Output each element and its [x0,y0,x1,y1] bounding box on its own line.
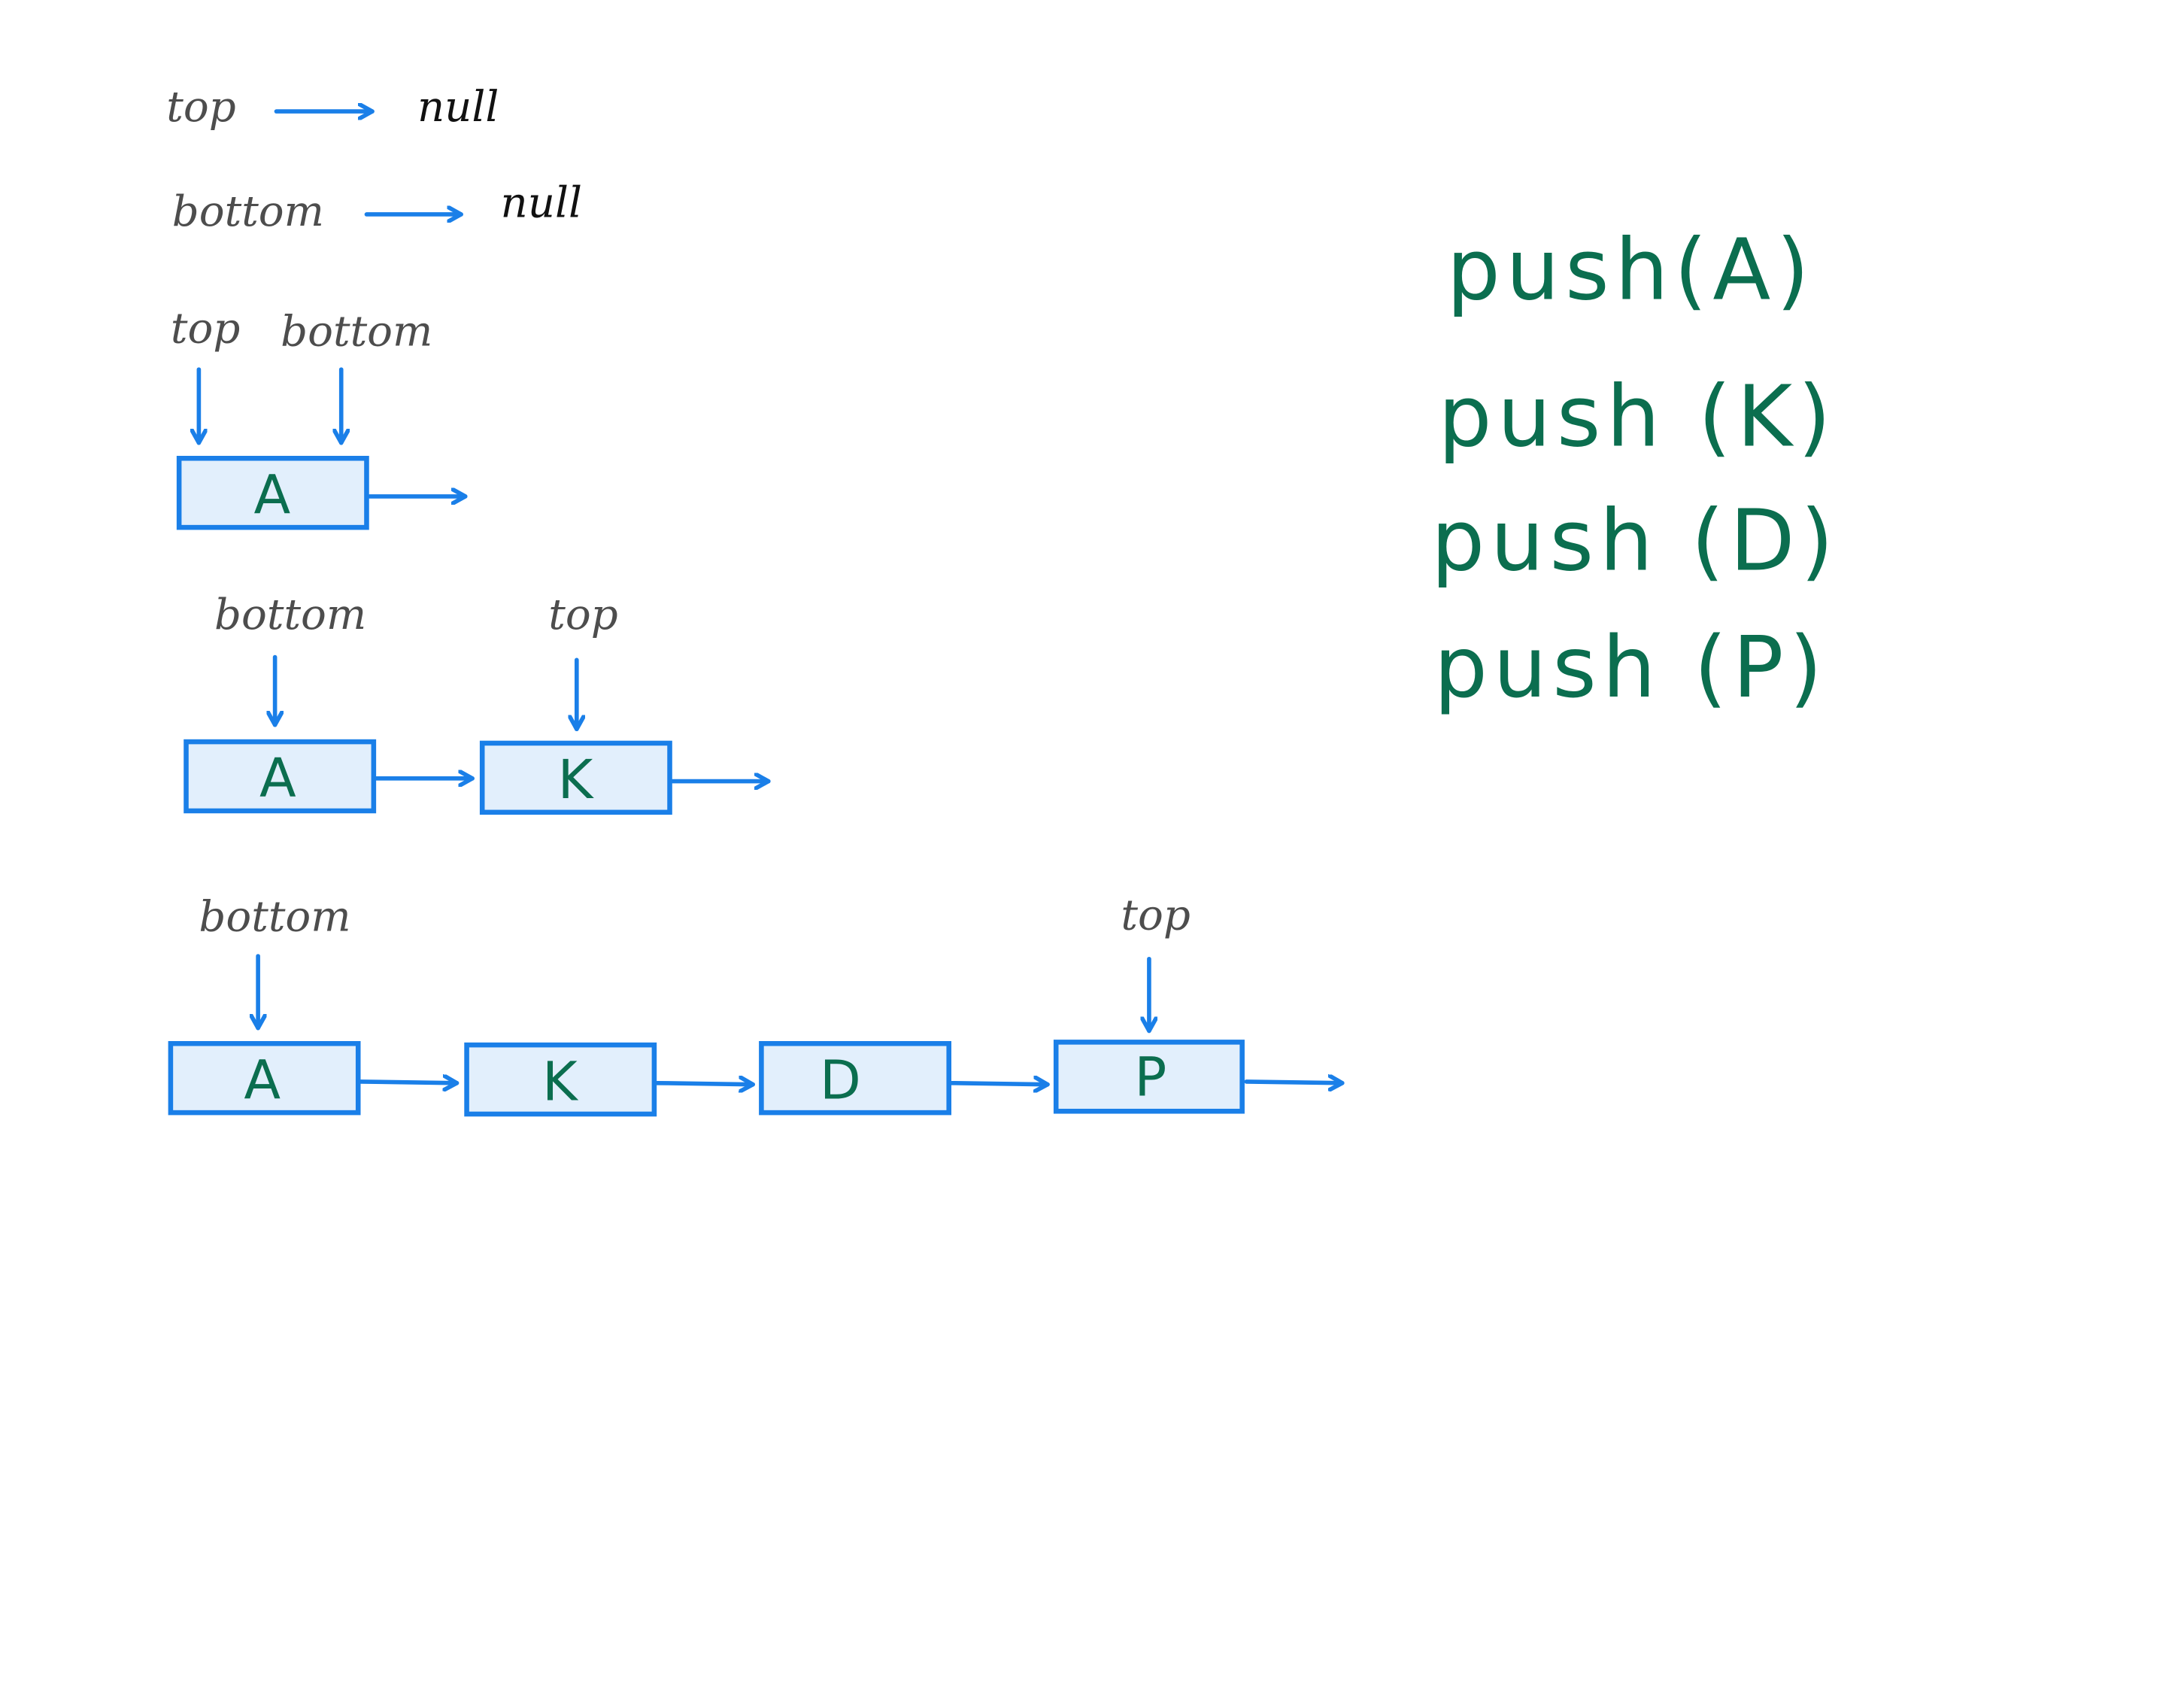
node-box [1053,1040,1245,1114]
node-a: A [184,739,377,814]
node-value: A [254,463,291,526]
initial-state: top null bottom null [166,83,582,236]
node-value: K [558,748,595,811]
pointer-label-bottom: bottom [281,307,432,356]
node-value: P [1134,1046,1166,1109]
pointer-label-top: top [1121,891,1190,940]
next-pointer-arrow [1244,1082,1345,1083]
node-box [479,740,672,815]
operation-push-p: push (P) [1434,618,1828,717]
node-value: A [244,1049,281,1111]
node-box [759,1040,951,1116]
node-value: D [820,1049,861,1111]
node-k: K [479,740,672,815]
operation-push-d: push (D) [1431,491,1840,590]
node-a: A [176,455,369,530]
node-value: A [259,747,296,809]
bottom-null-value: null [501,179,582,228]
pointer-label-bottom: bottom [199,892,350,941]
stage-1-list: top bottom A [171,305,468,530]
top-pointer-label: top [166,83,235,132]
operation-push-a: push(A) [1446,220,1815,319]
node-value: K [542,1050,579,1113]
top-null-value: null [417,83,499,132]
pointer-label-top: top [171,305,240,354]
stage-2-list: bottom top A K [184,590,771,815]
stage-3-list: bottom top A K D P [168,891,1345,1117]
operations-list: push(A) push (K) push (D) push (P) [1431,220,1840,717]
node-box [464,1042,657,1117]
node-box [184,739,377,814]
bottom-pointer-label: bottom [172,187,324,236]
node-box [168,1040,361,1116]
node-p: P [1053,1040,1245,1114]
operation-push-k: push (K) [1438,367,1837,466]
node-a: A [168,1040,361,1116]
next-pointer-arrow [654,1083,755,1085]
next-pointer-arrow [949,1083,1050,1085]
pointer-label-bottom: bottom [214,590,366,639]
node-d: D [759,1040,951,1116]
next-pointer-arrow [359,1082,460,1083]
node-box [176,455,369,530]
pointer-label-top: top [548,590,617,639]
node-k: K [464,1042,657,1117]
